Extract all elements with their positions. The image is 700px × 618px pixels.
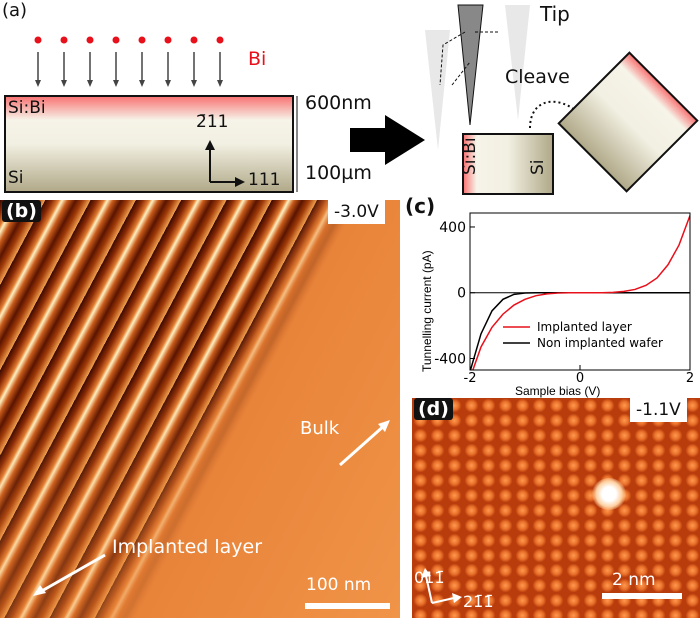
x-tick-label: -2 bbox=[464, 371, 477, 385]
legend-entry: Non implanted wafer bbox=[537, 336, 663, 350]
panel-a-label: (a) bbox=[2, 0, 28, 21]
bismuth-dopant-spot bbox=[592, 478, 626, 510]
bi-atom bbox=[60, 36, 68, 44]
panel-b-label: (b) bbox=[2, 200, 41, 222]
panel-d-annotations bbox=[421, 568, 682, 604]
direction-up-label: 2̄11 bbox=[196, 112, 229, 132]
bi-atom bbox=[34, 36, 42, 44]
legend-entry: Implanted layer bbox=[537, 320, 632, 334]
y-axis-label: Tunnelling current (pA) bbox=[420, 250, 434, 372]
bismuth-atoms bbox=[34, 36, 224, 87]
panel-a-schematic bbox=[4, 4, 699, 195]
wafer bbox=[4, 95, 294, 193]
cleave-label: Cleave bbox=[505, 66, 570, 88]
top-layer-label: Si:Bi bbox=[8, 98, 46, 118]
bulk-annotation: Bulk bbox=[300, 418, 340, 439]
bi-atom bbox=[138, 36, 146, 44]
scalebar-d-label: 2 nm bbox=[612, 570, 656, 590]
stm-image-atomic bbox=[412, 398, 700, 618]
scalebar-b bbox=[305, 603, 390, 609]
panel-c-label: (c) bbox=[405, 194, 436, 218]
cleaved-sample bbox=[462, 133, 554, 195]
bi-atom bbox=[190, 36, 198, 44]
y-tick-label: 400 bbox=[439, 220, 466, 236]
series-implanted-layer bbox=[472, 215, 690, 370]
implanted-layer-annotation: Implanted layer bbox=[112, 536, 263, 558]
bias-label-b: -3.0V bbox=[328, 200, 385, 224]
wafer-thickness: 100µm bbox=[305, 162, 372, 184]
tip-label: Tip bbox=[540, 2, 570, 26]
side-doped-label: Si:Bi bbox=[460, 137, 480, 175]
panel-d-label: (d) bbox=[414, 398, 453, 420]
process-arrow-icon bbox=[350, 115, 425, 165]
x-tick-label: 2 bbox=[686, 371, 694, 385]
bi-atom bbox=[86, 36, 94, 44]
panel-b-annotations bbox=[33, 420, 390, 609]
dopant-label: Bi bbox=[248, 48, 267, 70]
bi-atom bbox=[112, 36, 120, 44]
stm-image-cross-section bbox=[0, 200, 400, 618]
stm-tip bbox=[457, 4, 484, 126]
y-tick-label: -400 bbox=[434, 351, 466, 367]
direction-right-label: 111 bbox=[248, 170, 281, 190]
bi-atom bbox=[216, 36, 224, 44]
bias-label-d: -1.1V bbox=[630, 398, 687, 422]
scalebar-b-label: 100 nm bbox=[306, 575, 372, 595]
x-tick-label: 0 bbox=[576, 371, 584, 385]
bi-atom bbox=[164, 36, 172, 44]
substrate-label: Si bbox=[8, 168, 24, 188]
y-tick-label: 0 bbox=[457, 286, 466, 302]
direction-right-label-d: 21̄1̄ bbox=[463, 592, 494, 611]
side-bulk-label: Si bbox=[528, 159, 548, 175]
cleaved-piece bbox=[557, 51, 699, 193]
direction-up-label-d: 011̄ bbox=[414, 568, 445, 587]
x-axis-label: Sample bias (V) bbox=[515, 384, 601, 398]
layer-thickness: 600nm bbox=[305, 92, 372, 114]
scalebar-d bbox=[602, 593, 682, 599]
